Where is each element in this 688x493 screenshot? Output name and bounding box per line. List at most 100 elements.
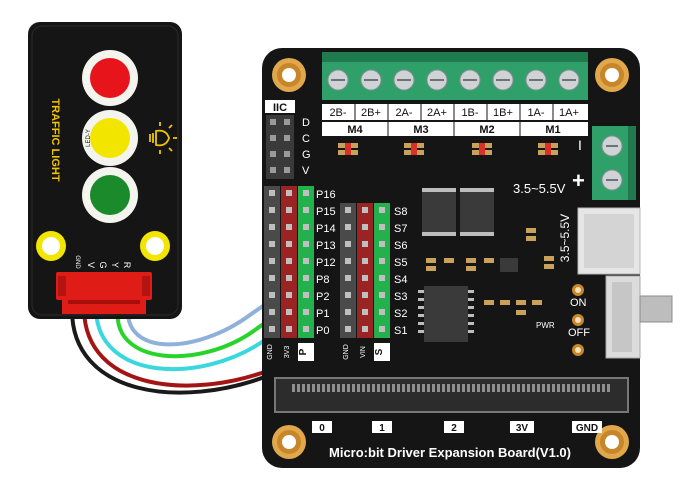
lightbulb-icon [149, 122, 177, 154]
edge-pin [327, 384, 330, 392]
header-pin [379, 326, 385, 332]
col-label-vin: VIN [360, 346, 367, 358]
motor-pin-1a-minus: 1A- [527, 107, 544, 119]
pin-s7: S7 [394, 223, 407, 235]
edge-pin [582, 384, 585, 392]
edge-pin [452, 384, 455, 392]
module-pcb-border [31, 25, 179, 316]
power-switch[interactable] [605, 275, 673, 359]
edge-pin [337, 384, 340, 392]
motor-pin-1a-plus: 1A+ [559, 107, 579, 119]
edge-pin [437, 384, 440, 392]
edge-label-gnd: GND [576, 423, 598, 434]
edge-pin [317, 384, 320, 392]
edge-pin [577, 384, 580, 392]
motor-group-m1: M1 [545, 124, 560, 136]
header-pin [362, 241, 368, 247]
pin-p16: P16 [316, 189, 336, 201]
edge-pin [307, 384, 310, 392]
board-mount-hole-tr [595, 58, 629, 92]
header-pin [303, 275, 309, 281]
edge-pin [487, 384, 490, 392]
header-pin [269, 309, 275, 315]
header-pin [286, 292, 292, 298]
driver-ic-right [460, 188, 494, 236]
power-input-range-vertical: 3.5~5.5V [558, 214, 572, 262]
driver-ic-left [422, 188, 456, 236]
header-pin [269, 190, 275, 196]
header-pin [286, 258, 292, 264]
edge-label-0: 0 [319, 423, 325, 434]
edge-pin [477, 384, 480, 392]
header-pin [303, 190, 309, 196]
pin-s1: S1 [394, 325, 407, 337]
header-pin [379, 224, 385, 230]
iic-pin-v: V [302, 165, 310, 177]
pin-s5: S5 [394, 257, 407, 269]
edge-pin [322, 384, 325, 392]
switch-pads [572, 284, 584, 356]
edge-pin [357, 384, 360, 392]
module-pin-g: G [98, 261, 108, 268]
edge-label-3v: 3V [516, 423, 529, 434]
edge-pin [602, 384, 605, 392]
edge-pin [397, 384, 400, 392]
motor-group-m2: M2 [479, 124, 494, 136]
motor-pin-2b-minus: 2B- [329, 107, 346, 119]
edge-pin [367, 384, 370, 392]
header-pin [379, 241, 385, 247]
header-pin [303, 258, 309, 264]
main-controller-ic [418, 286, 474, 342]
s-header [340, 203, 390, 338]
header-pin [345, 207, 351, 213]
edge-pin [412, 384, 415, 392]
motor-pin-1b-plus: 1B+ [493, 107, 513, 119]
motor-pin-2a-plus: 2A+ [427, 107, 447, 119]
edge-pin [377, 384, 380, 392]
module-pin-gnd: GND [74, 255, 80, 269]
edge-pin [472, 384, 475, 392]
pin-s4: S4 [394, 274, 407, 286]
edge-pin [382, 384, 385, 392]
pin-p2: P2 [316, 291, 329, 303]
switch-off-label: OFF [568, 327, 590, 339]
edge-pin [587, 384, 590, 392]
header-pin [345, 224, 351, 230]
pin-p13: P13 [316, 240, 336, 252]
edge-pin [502, 384, 505, 392]
pin-p1: P1 [316, 308, 329, 320]
motor-pin-labels: 2B- 2B+ 2A- 2A+ 1B- 1B+ 1A- 1A+ M4 M3 M2… [322, 104, 588, 136]
header-pin [379, 309, 385, 315]
col-label-gnd1: GND [267, 344, 274, 360]
header-pin [269, 326, 275, 332]
iic-pin-g: G [302, 149, 311, 161]
edge-pin [532, 384, 535, 392]
dc-jack [577, 207, 641, 275]
pin-s8: S8 [394, 206, 407, 218]
edge-pin [527, 384, 530, 392]
edge-pin [492, 384, 495, 392]
header-pin [269, 258, 275, 264]
header-pin [362, 309, 368, 315]
edge-pin [462, 384, 465, 392]
edge-pin [442, 384, 445, 392]
module-pin-r: R [122, 262, 132, 269]
led-red-label: LED-R [86, 68, 92, 87]
module-pin-y: Y [110, 262, 120, 268]
power-input-range: 3.5~5.5V [513, 181, 566, 196]
header-pin [345, 275, 351, 281]
header-pin [286, 241, 292, 247]
led-yellow-label: LED-Y [86, 129, 92, 147]
microbit-edge-slot [274, 377, 629, 413]
iic-label: IIC [273, 102, 287, 114]
edge-pin [352, 384, 355, 392]
header-pin [362, 207, 368, 213]
edge-pin [567, 384, 570, 392]
edge-pin [517, 384, 520, 392]
pin-s3: S3 [394, 291, 407, 303]
edge-pin [542, 384, 545, 392]
col-label-3v3: 3V3 [284, 346, 291, 359]
edge-pin [607, 384, 610, 392]
edge-pin [392, 384, 395, 392]
